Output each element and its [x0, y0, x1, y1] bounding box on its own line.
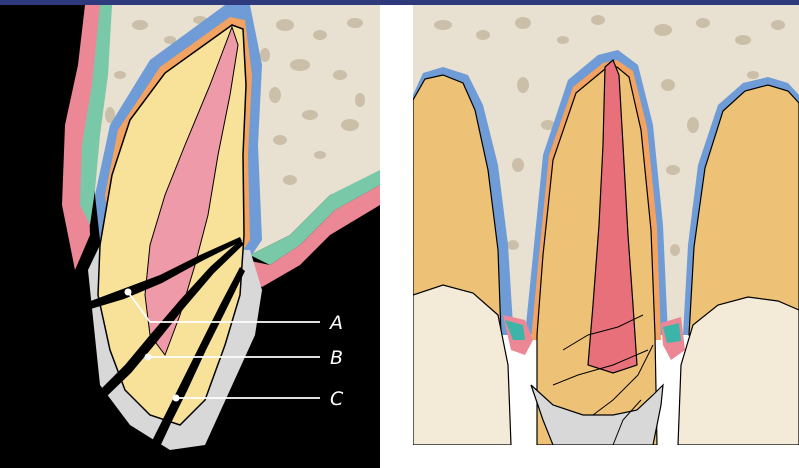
- bottom-area: [413, 445, 799, 468]
- marker-b: [145, 354, 152, 361]
- right-panel-tooth-section: [413, 5, 799, 468]
- marker-c: [173, 395, 180, 402]
- label-a: A: [328, 312, 343, 334]
- left-panel-fracture-diagram: A B C: [0, 5, 380, 468]
- label-c: C: [330, 388, 344, 410]
- marker-a: [125, 289, 132, 296]
- label-b: B: [330, 347, 343, 369]
- tooth-section-diagram: [413, 5, 799, 468]
- fracture-diagram: A B C: [0, 5, 380, 468]
- panel-divider: [380, 5, 413, 468]
